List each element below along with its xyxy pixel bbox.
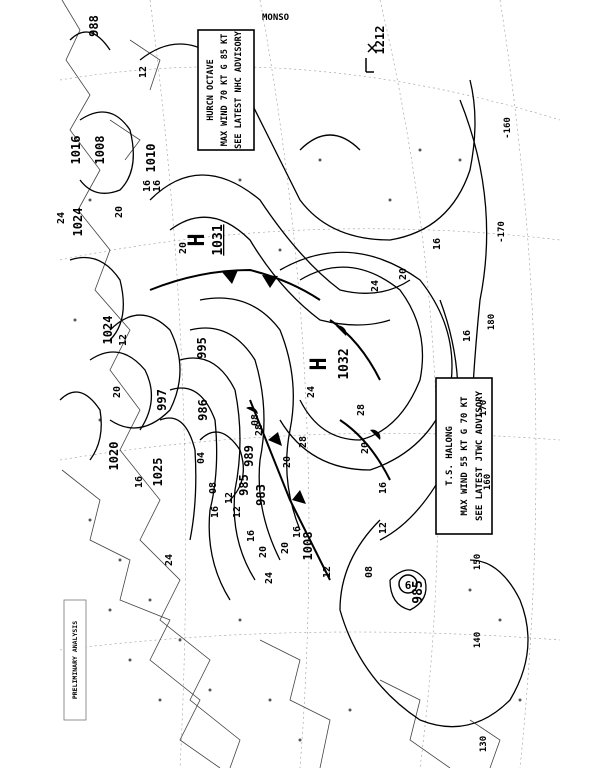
pressure-label: 989 <box>242 445 256 467</box>
corner-text: MONSO <box>262 13 290 23</box>
longitude-label: 150 <box>473 554 483 570</box>
wave-height-label: 24 <box>370 280 381 292</box>
wave-height-label: 16 <box>378 482 389 494</box>
wave-height-label: 12 <box>138 66 149 78</box>
high-pressure-b: H 1032 <box>307 348 352 379</box>
wave-height-label: 12 <box>232 506 243 518</box>
pressure-label: 1025 <box>151 458 165 487</box>
longitude-label: 170 <box>479 400 489 416</box>
high-pressure-a: H 1031 <box>185 224 226 255</box>
pressure-label: 995 <box>195 337 209 359</box>
wave-height-label: 24 <box>306 386 317 398</box>
longitude-label: 180 <box>487 314 497 330</box>
high-pressure-value: 1031 <box>211 224 226 255</box>
wave-height-label: 20 <box>112 386 123 398</box>
low-pressure-value: 985 <box>411 580 426 603</box>
longitude-label: 160 <box>483 474 493 490</box>
advisory-note: SEE LATEST NHC ADVISORY <box>234 30 244 149</box>
advisory-title: T.S. HALONG <box>445 426 455 486</box>
pressure-label: 1024 <box>101 316 115 345</box>
wave-height-label: 20 <box>178 242 189 254</box>
pressure-label: 1016 <box>69 136 83 165</box>
wave-height-label: 12 <box>322 566 333 578</box>
longitude-label: -170 <box>497 221 507 243</box>
advisory-box-halong: T.S. HALONG MAX WIND 55 KT G 70 KT SEE L… <box>435 377 493 535</box>
longitude-labels: -160 -170 180 170 160 150 140 130 <box>473 117 513 752</box>
wave-height-labels: 1216202428162024281216202428081216202412… <box>56 66 473 584</box>
wave-height-label: 16 <box>462 330 473 342</box>
advisory-box-octave: HURCN OCTAVE MAX WIND 70 KT G 85 KT SEE … <box>197 29 255 151</box>
station-plots <box>73 148 522 742</box>
pressure-label: 1212 <box>373 26 387 55</box>
wave-height-label: 24 <box>164 554 175 566</box>
wave-height-label: 08 <box>364 566 375 578</box>
svg-text:6: 6 <box>405 579 412 592</box>
advisory-note: SEE LATEST JTWC ADVISORY <box>475 390 485 521</box>
wave-height-label: 20 <box>360 442 371 454</box>
advisory-wind: MAX WIND 70 KT G 85 KT <box>220 34 230 147</box>
wave-height-label: 16 <box>142 180 153 192</box>
title-box: PRELIMINARY ANALYSIS <box>63 599 87 721</box>
wave-height-label: 20 <box>282 456 293 468</box>
pressure-labels: 988 1016 1008 1010 1024 1024 1020 1025 997 995 986… <box>69 15 387 560</box>
fronts <box>149 268 391 581</box>
wave-height-label: 16 <box>152 180 163 192</box>
pressure-label: 1008 <box>93 136 107 165</box>
wave-height-label: 12 <box>378 522 389 534</box>
wave-height-label: 20 <box>258 546 269 558</box>
pressure-label: 997 <box>155 389 169 411</box>
longitude-label: -160 <box>503 117 513 139</box>
wave-height-label: 08 <box>250 414 261 426</box>
wave-height-label: 12 <box>118 334 129 346</box>
title-text: PRELIMINARY ANALYSIS <box>71 621 79 699</box>
pressure-label: 986 <box>196 399 210 421</box>
wave-height-label: 16 <box>292 526 303 538</box>
wave-height-label: 08 <box>208 482 219 494</box>
high-pressure-value: 1032 <box>337 348 352 379</box>
pressure-label: 1010 <box>144 144 158 173</box>
advisory-title: HURCN OCTAVE <box>206 59 216 120</box>
pressure-label: 983 <box>254 484 268 506</box>
longitude-label: 130 <box>479 736 489 752</box>
wave-height-label: 16 <box>246 530 257 542</box>
longitude-label: 140 <box>473 632 483 648</box>
wave-height-label: 16 <box>134 476 145 488</box>
wave-height-label: 28 <box>356 404 367 416</box>
pressure-label: 1024 <box>71 208 85 237</box>
wave-height-label: 24 <box>264 572 275 584</box>
wave-height-label: 12 <box>224 492 235 504</box>
wave-height-label: 16 <box>432 238 443 250</box>
pressure-label: 988 <box>87 15 101 37</box>
wave-height-label: 20 <box>114 206 125 218</box>
low-pressure-b: 6 985 <box>398 574 426 604</box>
wave-height-label: 28 <box>298 436 309 448</box>
wave-height-label: 24 <box>56 212 67 224</box>
high-letter: H <box>307 357 332 370</box>
advisory-wind: MAX WIND 55 KT G 70 KT <box>460 396 470 516</box>
small-low-marker <box>365 43 377 73</box>
wave-height-label: 04 <box>196 452 207 464</box>
wave-height-label: 16 <box>210 506 221 518</box>
pressure-label: 1008 <box>301 532 315 561</box>
wave-height-label: 20 <box>398 268 409 280</box>
wave-height-label: 20 <box>280 542 291 554</box>
pressure-label: 1020 <box>107 442 121 471</box>
pressure-label: 985 <box>237 474 251 496</box>
coastlines <box>61 0 501 768</box>
wave-height-label: 28 <box>254 424 265 436</box>
high-letter: H <box>185 233 210 246</box>
